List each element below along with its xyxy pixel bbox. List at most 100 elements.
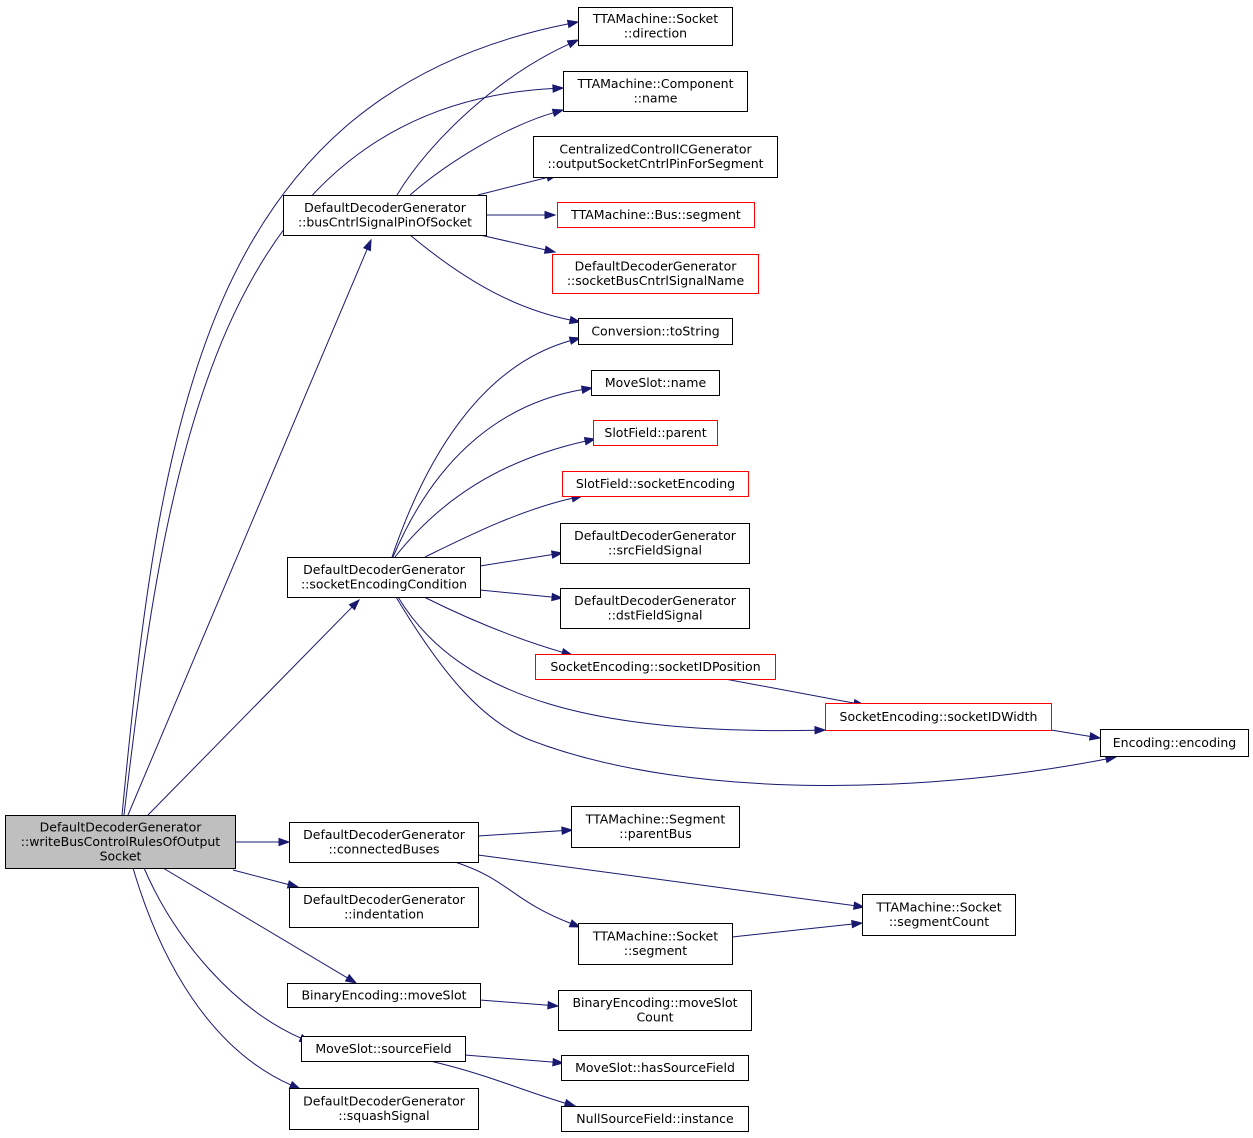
arrowhead-icon [853,901,866,910]
node-busCntrl[interactable]: DefaultDecoderGenerator::busCntrlSignalP… [283,195,487,236]
node-label-line: Count [636,1010,673,1025]
node-label-line: DefaultDecoderGenerator [303,827,466,842]
node-label-line: ::connectedBuses [328,842,439,857]
node-label-line: ::busCntrlSignalPinOfSocket [298,215,472,230]
node-label-line: DefaultDecoderGenerator [304,200,467,215]
node-sfParent[interactable]: SlotField::parent [593,420,718,446]
arrowhead-icon [851,919,864,929]
edge-seIDWidth-to-encEncoding [1050,729,1102,741]
node-msHasSource[interactable]: MoveSlot::hasSourceField [561,1055,749,1081]
node-label-line: ::segment [624,943,687,958]
node-label-line: NullSourceField::instance [576,1111,734,1126]
node-box [558,990,752,1031]
node-connBuses[interactable]: DefaultDecoderGenerator::connectedBuses [289,822,479,863]
edge-line [162,867,350,980]
nodes-layer: DefaultDecoderGenerator::writeBusControl… [5,7,1249,1132]
node-label-line: TTAMachine::Socket [875,900,1001,915]
node-sockEncCond[interactable]: DefaultDecoderGenerator::socketEncodingC… [287,557,481,598]
node-squashSignal[interactable]: DefaultDecoderGenerator::squashSignal [289,1088,479,1130]
edge-sockEncCond-to-msName [392,385,594,558]
node-box [561,1106,749,1132]
node-box [1100,729,1249,757]
arrowhead-icon [583,437,597,446]
node-msName[interactable]: MoveSlot::name [591,370,720,396]
node-label-line: Conversion::toString [591,323,719,338]
edge-sockSegment-to-sockSegCount [731,919,864,938]
node-box [533,136,778,178]
edge-line [395,596,1109,786]
edge-sockEncCond-to-encEncoding [395,596,1118,786]
edge-line [121,23,571,816]
node-segParentBus[interactable]: TTAMachine::Segment::parentBus [571,806,740,848]
arrowhead-icon [561,826,574,835]
edge-seIDPos-to-seIDWidth [724,678,866,708]
edge-line [394,440,588,558]
node-seIDWidth[interactable]: SocketEncoding::socketIDWidth [825,703,1052,731]
node-label-line: ::indentation [344,907,424,922]
node-box [563,71,748,112]
node-encEncoding[interactable]: Encoding::encoding [1100,729,1249,757]
node-label-line: TTAMachine::Segment [585,812,726,827]
node-msSourceField[interactable]: MoveSlot::sourceField [301,1036,466,1062]
node-busSegment[interactable]: TTAMachine::Bus::segment [557,202,755,228]
node-nsfInstance[interactable]: NullSourceField::instance [561,1106,749,1132]
node-srcFieldSignal[interactable]: DefaultDecoderGenerator::srcFieldSignal [560,523,750,564]
node-label-line: TTAMachine::Socket [592,929,718,944]
edge-line [454,861,573,925]
edge-line [477,854,857,907]
node-sockSegCount[interactable]: TTAMachine::Socket::segmentCount [862,894,1016,936]
node-box [287,983,481,1008]
edge-line [147,605,354,816]
edge-root-to-sockEncCond [147,598,361,816]
node-label-line: MoveSlot::sourceField [315,1041,451,1056]
node-label-line: DefaultDecoderGenerator [303,892,466,907]
edge-root-to-squashSignal [132,867,302,1090]
edge-line [424,497,575,558]
arrowhead-icon [814,725,827,735]
edge-line [479,234,548,251]
edge-line [724,678,857,704]
node-label-line: TTAMachine::Socket [592,11,718,26]
edge-line [479,553,555,567]
arrowhead-icon [566,19,580,29]
node-label-line: ::segmentCount [889,914,989,929]
node-box [287,557,481,598]
edge-sockEncCond-to-seIDWidth [397,596,827,735]
edge-root-to-connBuses [235,837,291,847]
edge-line [392,388,585,558]
node-dstFieldSignal[interactable]: DefaultDecoderGenerator::dstFieldSignal [560,588,750,629]
node-sfSockEnc[interactable]: SlotField::socketEncoding [562,471,749,497]
node-label-line: ::squashSignal [338,1108,429,1123]
node-label-line: ::dstFieldSignal [607,608,702,623]
node-label-line: DefaultDecoderGenerator [303,1094,466,1109]
node-seIDPos[interactable]: SocketEncoding::socketIDPosition [535,654,776,680]
edge-root-to-compName [123,84,565,816]
edge-msSourceField-to-nsfInstance [429,1060,577,1108]
node-ccicg[interactable]: CentralizedControlICGenerator::outputSoc… [533,136,778,178]
node-label-line: SocketEncoding::socketIDPosition [550,659,760,674]
edge-line [123,87,556,816]
node-toString[interactable]: Conversion::toString [578,318,733,345]
node-sockBusCntrlName[interactable]: DefaultDecoderGenerator::socketBusCntrlS… [552,254,759,294]
node-box [591,370,720,396]
node-indentation[interactable]: DefaultDecoderGenerator::indentation [289,887,479,928]
node-sockSegment[interactable]: TTAMachine::Socket::segment [578,923,733,965]
edge-line [391,339,573,558]
arrowhead-icon [552,1057,565,1067]
node-box [283,195,487,236]
node-sockDirection[interactable]: TTAMachine::Socket::direction [578,7,733,46]
arrowhead-icon [568,315,582,325]
node-compName[interactable]: TTAMachine::Component::name [563,71,748,112]
edge-busCntrl-to-sockBusCntrlName [479,234,557,254]
node-beMoveSlot[interactable]: BinaryEncoding::moveSlot [287,983,481,1008]
node-label-line: DefaultDecoderGenerator [574,593,737,608]
edge-line [232,869,291,886]
edge-connBuses-to-sockSegment [454,861,582,928]
edge-busCntrl-to-toString [409,234,582,325]
edge-line [1050,729,1093,738]
node-label-line: ::direction [624,26,687,41]
arrowhead-icon [348,598,361,611]
edge-busCntrl-to-compName [409,108,565,196]
